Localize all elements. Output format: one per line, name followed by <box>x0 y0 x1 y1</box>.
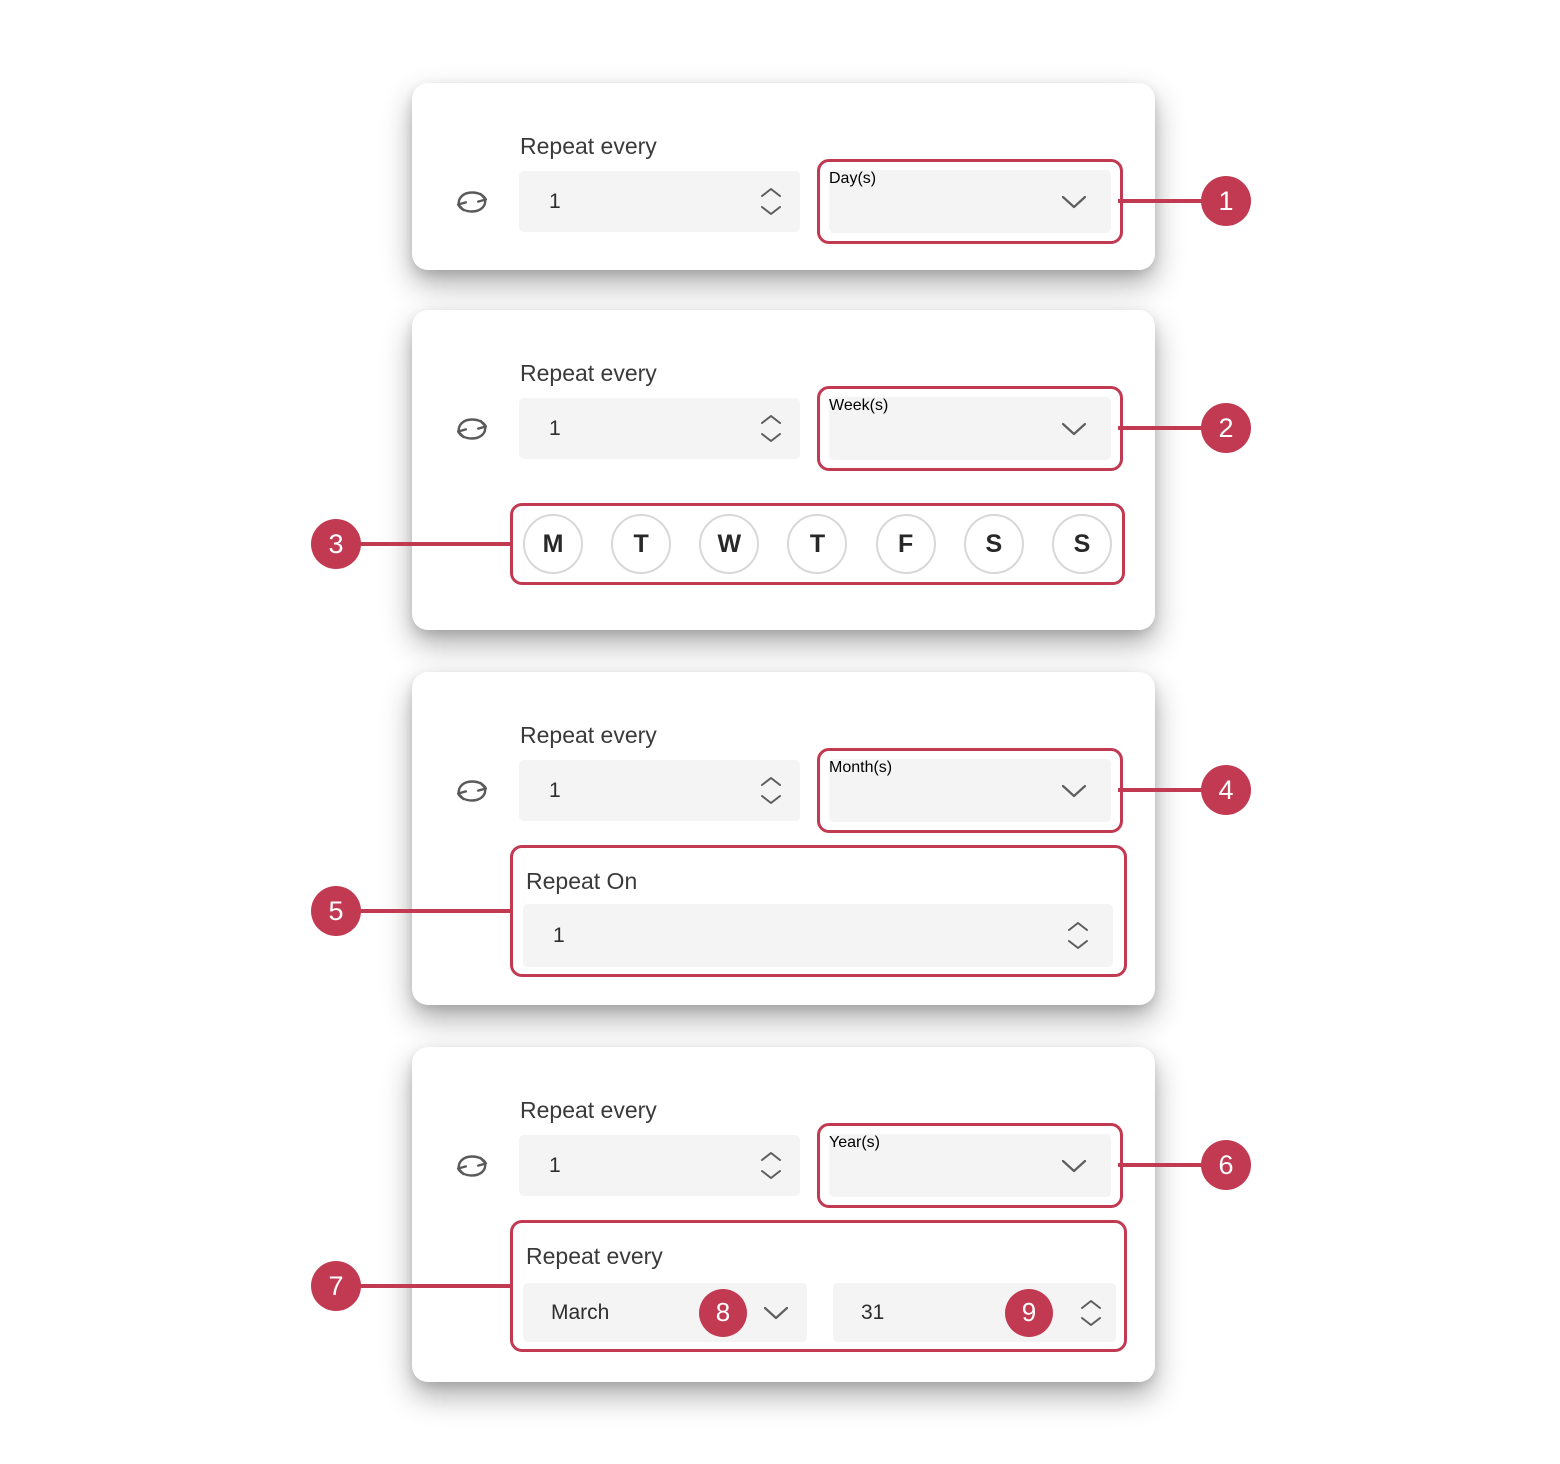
chevron-down-icon <box>763 1306 789 1319</box>
spinner-up-icon[interactable] <box>760 187 782 198</box>
yearly-repeat-label: Repeat every <box>526 1243 663 1269</box>
chevron-down-icon <box>1061 784 1087 797</box>
interval-spinner[interactable] <box>760 171 782 232</box>
interval-spinner[interactable] <box>760 1135 782 1196</box>
unit-value: Week(s) <box>829 397 889 414</box>
unit-dropdown[interactable]: Week(s) <box>829 397 1111 460</box>
spinner-up-icon[interactable] <box>1067 921 1089 932</box>
spinner-up-icon[interactable] <box>760 1151 782 1162</box>
interval-value: 1 <box>549 417 561 440</box>
callout-connector-1 <box>1118 199 1203 203</box>
callout-connector-7 <box>360 1284 512 1288</box>
day-toggle-thursday[interactable]: T <box>787 514 848 574</box>
interval-input[interactable]: 1 <box>519 1135 800 1196</box>
spinner-down-icon[interactable] <box>760 794 782 805</box>
callout-badge-3: 3 <box>311 519 361 569</box>
callout-connector-4 <box>1118 788 1203 792</box>
day-of-month-value: 31 <box>861 1301 885 1324</box>
card-yearly-recurrence: Repeat every 1 Year(s) Repeat every Marc… <box>412 1047 1155 1382</box>
spinner-down-icon[interactable] <box>1067 939 1089 950</box>
interval-input[interactable]: 1 <box>519 171 800 232</box>
spinner-up-icon[interactable] <box>1080 1299 1102 1310</box>
unit-dropdown[interactable]: Year(s) <box>829 1134 1111 1197</box>
unit-dropdown[interactable]: Day(s) <box>829 170 1111 233</box>
callout-badge-7: 7 <box>311 1261 361 1311</box>
interval-value: 1 <box>549 1154 561 1177</box>
day-toggle-friday[interactable]: F <box>875 514 936 574</box>
day-toggle-wednesday[interactable]: W <box>699 514 760 574</box>
card-daily-recurrence: Repeat every 1 Day(s) <box>412 83 1155 270</box>
repeat-on-day-input[interactable]: 1 <box>523 904 1113 967</box>
callout-badge-1: 1 <box>1201 176 1251 226</box>
interval-value: 1 <box>549 779 561 802</box>
day-of-month-input[interactable]: 31 9 <box>833 1283 1116 1342</box>
callout-box-repeat-on: Repeat On 1 <box>510 845 1127 977</box>
callout-box-unit-week: Week(s) <box>817 386 1123 471</box>
interval-spinner[interactable] <box>760 760 782 821</box>
callout-connector-6 <box>1118 1163 1203 1167</box>
card-weekly-recurrence: Repeat every 1 Week(s) M T W T F S S <box>412 310 1155 630</box>
repeat-every-label: Repeat every <box>520 360 657 386</box>
unit-value: Day(s) <box>829 170 877 187</box>
spinner-up-icon[interactable] <box>760 414 782 425</box>
month-value: March <box>551 1301 610 1324</box>
day-toggle-sunday[interactable]: S <box>1051 514 1112 574</box>
callout-badge-4: 4 <box>1201 765 1251 815</box>
day-toggle-monday[interactable]: M <box>523 514 583 574</box>
repeat-icon <box>457 191 487 213</box>
card-monthly-recurrence: Repeat every 1 Month(s) Repeat On 1 <box>412 672 1155 1005</box>
chevron-down-icon <box>1061 1159 1087 1172</box>
spinner-down-icon[interactable] <box>760 205 782 216</box>
repeat-on-label: Repeat On <box>526 868 638 894</box>
repeat-every-label: Repeat every <box>520 1097 657 1123</box>
repeat-every-label: Repeat every <box>520 722 657 748</box>
spinner-up-icon[interactable] <box>760 776 782 787</box>
callout-connector-3 <box>360 542 512 546</box>
callout-box-weekdays: M T W T F S S <box>510 503 1125 585</box>
repeat-icon <box>457 780 487 802</box>
interval-spinner[interactable] <box>760 398 782 459</box>
callout-box-unit-year: Year(s) <box>817 1123 1123 1208</box>
callout-box-unit-month: Month(s) <box>817 748 1123 833</box>
month-dropdown[interactable]: March 8 <box>523 1283 807 1342</box>
callout-connector-2 <box>1118 426 1203 430</box>
repeat-icon <box>457 418 487 440</box>
callout-box-unit-day: Day(s) <box>817 159 1123 244</box>
callout-box-yearly-date: Repeat every March 8 31 9 <box>510 1220 1127 1352</box>
interval-value: 1 <box>549 190 561 213</box>
callout-badge-2: 2 <box>1201 403 1251 453</box>
chevron-down-icon <box>1061 195 1087 208</box>
chevron-down-icon <box>1061 422 1087 435</box>
spinner-down-icon[interactable] <box>760 432 782 443</box>
day-toggle-tuesday[interactable]: T <box>611 514 672 574</box>
spinner-down-icon[interactable] <box>760 1169 782 1180</box>
repeat-on-spinner[interactable] <box>1067 904 1089 967</box>
day-of-month-spinner[interactable] <box>1080 1283 1102 1342</box>
spinner-down-icon[interactable] <box>1080 1316 1102 1327</box>
unit-value: Month(s) <box>829 759 893 776</box>
unit-dropdown[interactable]: Month(s) <box>829 759 1111 822</box>
callout-badge-8: 8 <box>699 1288 747 1337</box>
unit-value: Year(s) <box>829 1134 880 1151</box>
callout-badge-6: 6 <box>1201 1140 1251 1190</box>
repeat-on-day-value: 1 <box>553 924 565 947</box>
callout-connector-5 <box>360 909 512 913</box>
repeat-icon <box>457 1155 487 1177</box>
callout-badge-9: 9 <box>1005 1288 1053 1337</box>
interval-input[interactable]: 1 <box>519 398 800 459</box>
callout-badge-5: 5 <box>311 886 361 936</box>
repeat-every-label: Repeat every <box>520 133 657 159</box>
interval-input[interactable]: 1 <box>519 760 800 821</box>
day-toggle-saturday[interactable]: S <box>963 514 1024 574</box>
